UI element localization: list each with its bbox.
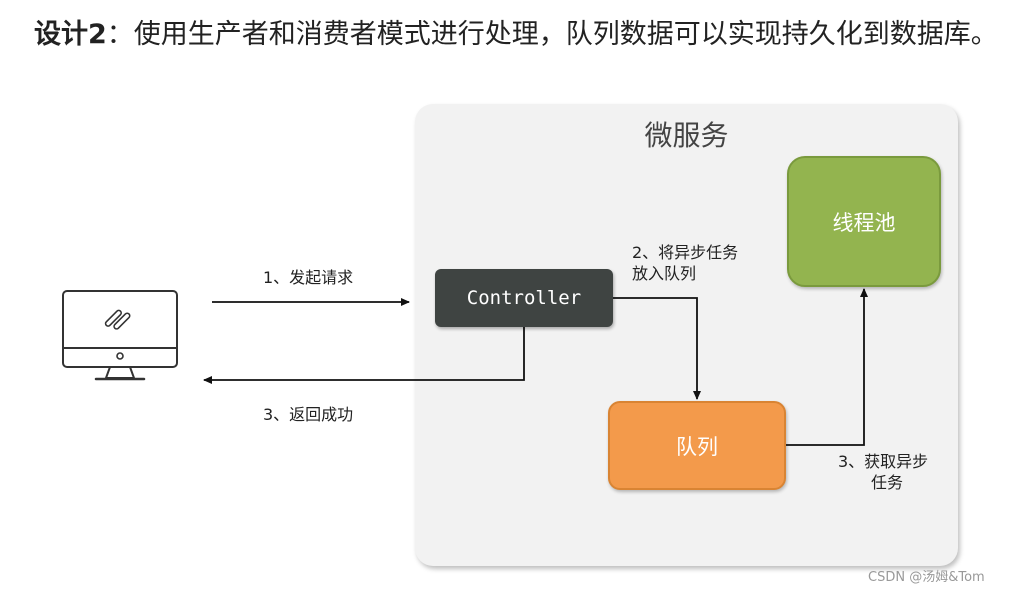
- return-arrow: [203, 327, 525, 384]
- label-enqueue-line1: 2、将异步任务: [632, 243, 739, 262]
- microservice-title: 微服务: [644, 119, 729, 152]
- label-send-request: 1、发起请求: [263, 268, 354, 287]
- controller-node: Controller: [435, 269, 613, 327]
- label-enqueue-line2: 放入队列: [632, 264, 697, 283]
- fetch-task-arrow: [786, 288, 868, 446]
- label-fetch-line2: 任务: [871, 473, 904, 492]
- queue-node: 队列: [608, 401, 786, 490]
- title-text: ：使用生产者和消费者模式进行处理，队列数据可以实现持久化到数据库。: [106, 19, 998, 50]
- watermark: CSDN @汤姆&Tom: [868, 570, 985, 585]
- page-title: 设计2：使用生产者和消费者模式进行处理，队列数据可以实现持久化到数据库。: [34, 12, 998, 51]
- thread-pool-node: 线程池: [787, 156, 941, 287]
- title-prefix: 设计2: [34, 19, 107, 50]
- label-return-success: 3、返回成功: [263, 405, 354, 424]
- desktop-monitor-icon: [60, 288, 180, 392]
- enqueue-arrow: [613, 297, 701, 400]
- label-fetch-line1: 3、获取异步: [838, 452, 929, 471]
